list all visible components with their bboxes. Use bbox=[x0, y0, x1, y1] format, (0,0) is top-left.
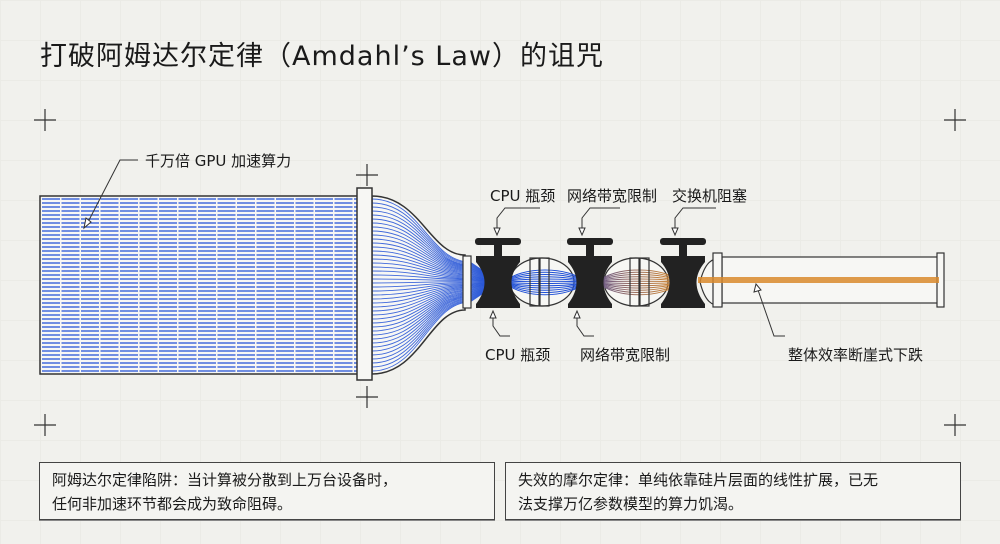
valve-network bbox=[567, 238, 613, 308]
crosshair-marks bbox=[34, 109, 966, 436]
crosshair-icon bbox=[356, 164, 378, 186]
connector-2 bbox=[603, 257, 669, 307]
moore-note-box: 失效的摩尔定律：单纯依靠硅片层面的线性扩展，已无 法支撑万亿参数模型的算力饥渴。 bbox=[505, 462, 961, 520]
bottom-label-network: 网络带宽限制 bbox=[580, 346, 671, 364]
crosshair-icon bbox=[944, 109, 966, 131]
valve-switch bbox=[660, 238, 706, 308]
gpu-label: 千万倍 GPU 加速算力 bbox=[145, 152, 292, 170]
crosshair-icon bbox=[356, 386, 378, 408]
gpu-flow-lines bbox=[42, 198, 357, 372]
moore-note-line-1: 失效的摩尔定律：单纯依靠硅片层面的线性扩展，已无 bbox=[518, 471, 879, 489]
top-label-network: 网络带宽限制 bbox=[567, 187, 658, 205]
result-label: 整体效率断崖式下跌 bbox=[788, 346, 924, 364]
small-flange bbox=[462, 255, 472, 309]
top-label-switch: 交换机阻塞 bbox=[672, 187, 748, 205]
valve-cpu bbox=[475, 238, 521, 308]
amdahl-note-box: 阿姆达尔定律陷阱：当计算被分散到上万台设备时， 任何非加速环节都会成为致命阻碍。 bbox=[39, 462, 495, 520]
crosshair-icon bbox=[34, 109, 56, 131]
big-flange bbox=[356, 187, 373, 381]
crosshair-icon bbox=[34, 414, 56, 436]
top-label-cpu: CPU 瓶颈 bbox=[490, 187, 556, 205]
crosshair-icon bbox=[944, 414, 966, 436]
bottom-label-cpu: CPU 瓶颈 bbox=[485, 346, 551, 364]
degraded-flow-beam bbox=[698, 277, 939, 283]
page-title: 打破阿姆达尔定律（Amdahl’s Law）的诅咒 bbox=[40, 41, 604, 72]
amdahl-note-line-1: 阿姆达尔定律陷阱：当计算被分散到上万台设备时， bbox=[52, 471, 398, 489]
moore-note-line-2: 法支撑万亿参数模型的算力饥渴。 bbox=[518, 495, 744, 513]
valves bbox=[475, 238, 706, 308]
amdahl-note-line-2: 任何非加速环节都会成为致命阻碍。 bbox=[52, 495, 293, 513]
leader-lines bbox=[83, 159, 785, 337]
connector-1 bbox=[509, 257, 575, 307]
gpu-pipe bbox=[39, 195, 359, 375]
